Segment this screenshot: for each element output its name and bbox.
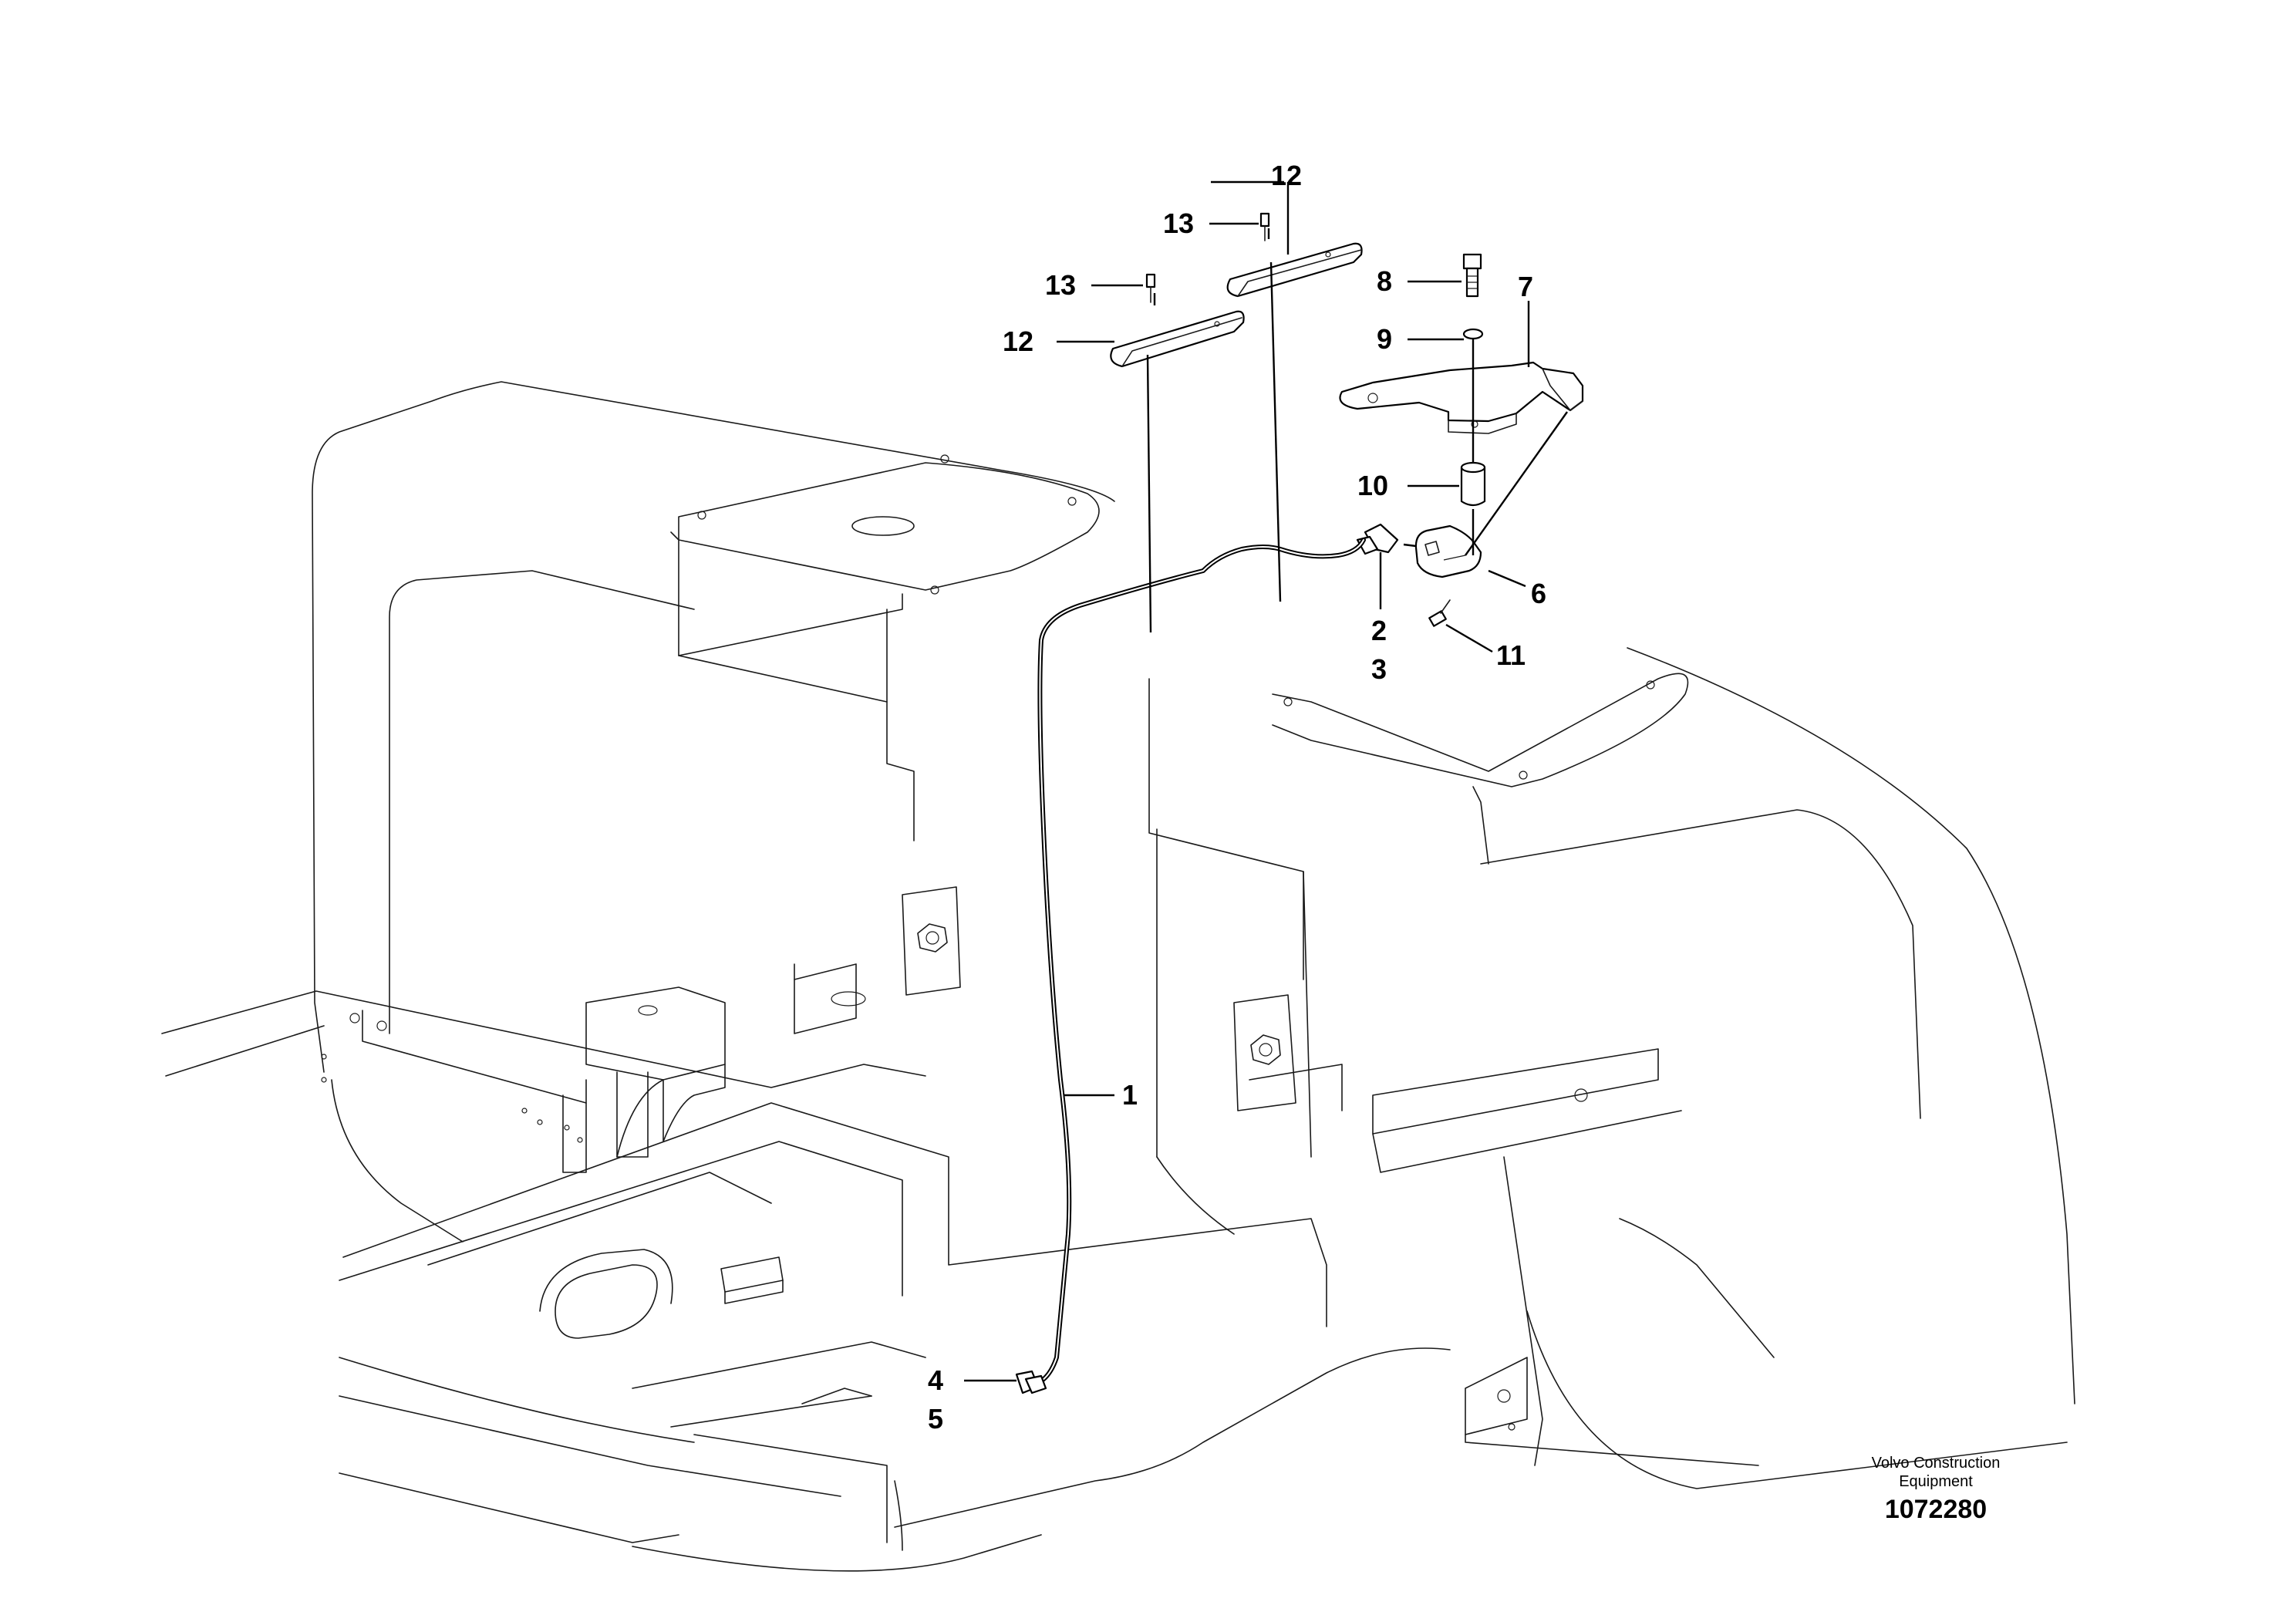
callout-3: 3 xyxy=(1371,653,1387,685)
machine-frame-outline xyxy=(161,381,2075,1572)
mounting-strip-lower xyxy=(1110,310,1245,368)
washer-9 xyxy=(1462,328,1484,340)
sensor-housing-6 xyxy=(1414,524,1482,578)
screw-13-upper xyxy=(1259,212,1270,241)
callout-4: 4 xyxy=(928,1364,943,1396)
callout-6: 6 xyxy=(1531,578,1546,609)
wire-harness-1 xyxy=(1031,538,1366,1387)
callout-12-upper: 12 xyxy=(1271,160,1302,191)
company-name-line1: Volvo Construction xyxy=(1872,1455,2001,1472)
spacer-10 xyxy=(1460,461,1486,507)
callout-12-lower: 12 xyxy=(1003,325,1033,357)
parts-group xyxy=(1015,212,1584,1394)
bolt-8 xyxy=(1462,253,1482,298)
leader-lines xyxy=(964,180,1568,1382)
callout-1: 1 xyxy=(1122,1079,1138,1111)
mounting-strip-upper xyxy=(1226,242,1363,298)
bracket-7 xyxy=(1339,361,1584,434)
callout-5: 5 xyxy=(928,1403,943,1435)
callout-labels: 12 13 13 12 8 7 9 10 6 2 3 11 1 4 5 xyxy=(928,160,1546,1435)
connector-4-5 xyxy=(1015,1370,1047,1394)
company-name-line2: Equipment xyxy=(1899,1473,1973,1490)
callout-13-upper: 13 xyxy=(1163,207,1194,239)
screw-13-lower xyxy=(1145,273,1156,303)
callout-11: 11 xyxy=(1496,639,1526,671)
callout-13-lower: 13 xyxy=(1045,269,1076,301)
callout-2: 2 xyxy=(1371,615,1387,646)
screw-11 xyxy=(1428,599,1451,627)
footer: Volvo Construction Equipment 1072280 xyxy=(1872,1455,2001,1524)
document-number: 1072280 xyxy=(1885,1495,1987,1524)
callout-8: 8 xyxy=(1377,265,1392,297)
callout-9: 9 xyxy=(1377,323,1392,355)
callout-10: 10 xyxy=(1357,470,1388,501)
callout-7: 7 xyxy=(1518,271,1533,302)
